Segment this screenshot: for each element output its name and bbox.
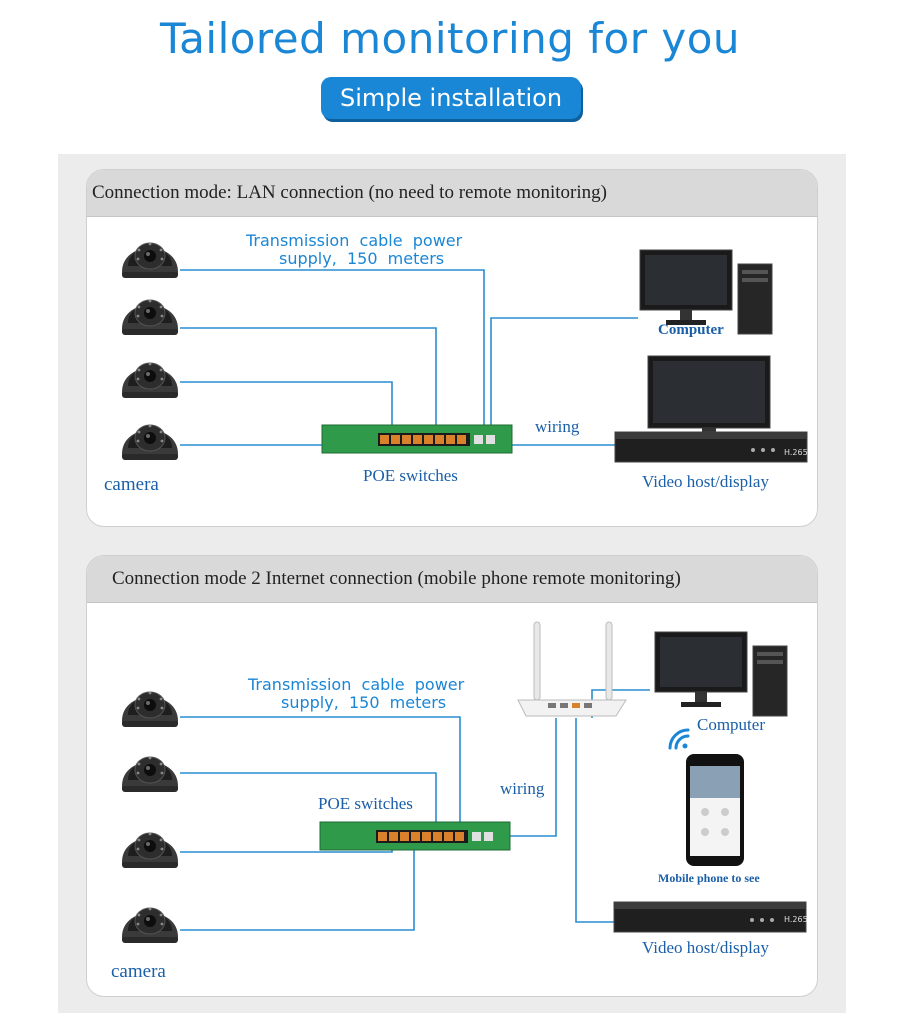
poe-switch-label: POE switches	[363, 466, 458, 485]
cable-description-line2: supply, 150 meters	[279, 249, 445, 268]
cable-camera2	[180, 327, 437, 428]
wifi-icon	[668, 728, 690, 750]
mobile-phone-label: Mobile phone to see	[658, 871, 760, 885]
cable-description-line2: supply, 150 meters	[281, 693, 447, 712]
wiring-label: wiring	[535, 417, 580, 436]
cable-camera3	[180, 381, 393, 428]
computer-label: Computer	[658, 322, 724, 338]
cable-router-nvr	[575, 718, 615, 923]
dome-camera-icon	[121, 756, 179, 793]
cable-camera1	[180, 269, 485, 428]
nvr-badge: H.265	[784, 915, 808, 924]
cable-to-computer	[490, 317, 638, 428]
camera-label: camera	[111, 961, 166, 982]
panel2-cables	[180, 689, 650, 931]
page-title: Tailored monitoring for you	[159, 14, 741, 63]
video-host-display-icon	[614, 355, 808, 463]
panel-lan-connection: Connection mode: LAN connection (no need…	[86, 169, 818, 527]
dome-camera-icon	[121, 691, 179, 728]
camera-label: camera	[104, 474, 159, 495]
computer-icon	[654, 631, 788, 717]
poe-switch-label: POE switches	[318, 794, 413, 813]
cable-camera2	[180, 772, 437, 822]
video-host-icon	[613, 901, 807, 933]
cable-camera4	[180, 850, 415, 931]
cable-description-line1: Transmission cable power	[248, 675, 465, 694]
cable-camera1	[180, 716, 461, 822]
wiring-label: wiring	[500, 779, 545, 798]
video-host-label: Video host/display	[642, 938, 769, 957]
mobile-phone-icon	[686, 754, 744, 866]
router-icon	[517, 621, 627, 717]
panel-internet-heading: Connection mode 2 Internet connection (m…	[87, 556, 817, 603]
nvr-badge: H.265	[784, 448, 808, 457]
cable-description-line1: Transmission cable power	[246, 231, 463, 250]
poe-switch-icon	[319, 821, 511, 851]
subtitle-badge: Simple installation	[321, 77, 581, 119]
dome-camera-icon	[121, 299, 179, 336]
cable-switch-router	[510, 718, 557, 837]
dome-camera-icon	[121, 424, 179, 461]
dome-camera-icon	[121, 907, 179, 944]
video-host-label: Video host/display	[642, 472, 769, 491]
cable-camera3	[180, 850, 393, 853]
dome-camera-icon	[121, 362, 179, 399]
poe-switch-icon	[321, 424, 513, 454]
dome-camera-icon	[121, 832, 179, 869]
dome-camera-icon	[121, 242, 179, 279]
panel1-cables	[180, 269, 638, 446]
computer-label: Computer	[697, 715, 765, 734]
panel-lan-heading: Connection mode: LAN connection (no need…	[87, 170, 817, 217]
